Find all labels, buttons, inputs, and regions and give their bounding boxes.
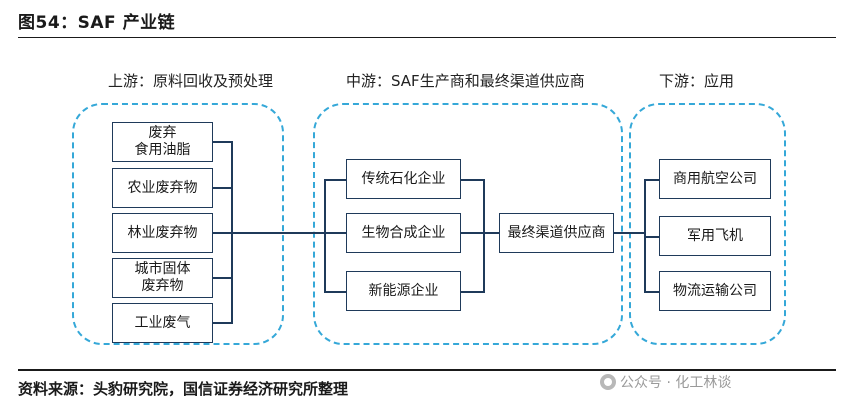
midstream-group xyxy=(313,103,623,345)
connector-line xyxy=(324,179,326,292)
midstream-distributor: 最终渠道供应商 xyxy=(499,213,614,253)
upstream-item-forestry-waste: 林业废弃物 xyxy=(112,213,213,253)
connector-line xyxy=(212,187,232,189)
watermark: 公众号 · 化工林谈 xyxy=(600,372,731,392)
midstream-heading: 中游：SAF生产商和最终渠道供应商 xyxy=(346,72,585,90)
watermark-text: 公众号 · 化工林谈 xyxy=(620,375,732,391)
midstream-item-bio-synthesis: 生物合成企业 xyxy=(346,213,461,253)
connector-line xyxy=(644,179,660,181)
downstream-group xyxy=(629,103,786,345)
connector-line xyxy=(644,291,660,293)
downstream-item-military-aircraft: 军用飞机 xyxy=(659,216,771,256)
upstream-item-agricultural-waste: 农业废弃物 xyxy=(112,168,213,208)
connector-line xyxy=(460,291,484,293)
title-rule xyxy=(18,37,836,38)
downstream-heading: 下游：应用 xyxy=(659,72,735,90)
upstream-item-municipal-solid-waste: 城市固体 废弃物 xyxy=(112,258,213,298)
connector-line xyxy=(212,277,232,279)
connector-line xyxy=(613,232,645,234)
connector-line xyxy=(644,236,660,238)
connector-line xyxy=(324,291,346,293)
connector-line xyxy=(212,322,232,324)
downstream-item-logistics: 物流运输公司 xyxy=(659,271,771,311)
connector-line xyxy=(212,141,232,143)
upstream-group xyxy=(72,103,284,345)
connector-line xyxy=(460,232,500,234)
source-note: 资料来源：头豹研究院，国信证券经济研究所整理 xyxy=(18,380,349,398)
downstream-item-commercial-airlines: 商用航空公司 xyxy=(659,159,771,199)
source-rule xyxy=(18,369,836,371)
figure-title: 图54：SAF 产业链 xyxy=(18,13,176,33)
wechat-icon xyxy=(600,374,616,390)
connector-line xyxy=(483,179,485,293)
connector-line xyxy=(324,179,346,181)
connector-line xyxy=(460,179,484,181)
upstream-item-industrial-waste-gas: 工业废气 xyxy=(112,303,213,343)
upstream-heading: 上游：原料回收及预处理 xyxy=(108,72,274,90)
midstream-item-petrochemical: 传统石化企业 xyxy=(346,159,461,199)
midstream-item-new-energy: 新能源企业 xyxy=(346,271,461,311)
connector-line xyxy=(212,232,346,234)
upstream-item-waste-cooking-oil: 废弃 食用油脂 xyxy=(112,122,213,162)
